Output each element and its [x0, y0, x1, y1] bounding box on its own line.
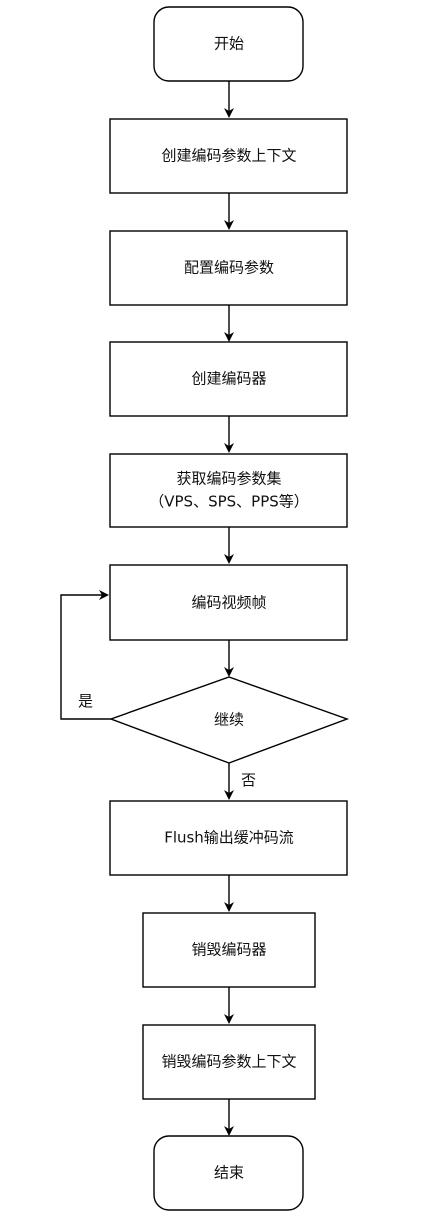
- encode-frame-node: [109, 564, 348, 641]
- create-context-label: 创建编码参数上下文: [161, 147, 296, 165]
- get-param-sets-label-line1: 获取编码参数集: [176, 470, 281, 488]
- start-label: 开始: [214, 35, 244, 53]
- destroy-context-node: [142, 1024, 316, 1100]
- end-node: [153, 1135, 304, 1211]
- get-param-sets-node: [109, 453, 348, 528]
- continue-decision-label: 继续: [214, 711, 244, 729]
- end-label: 结束: [214, 1164, 244, 1182]
- node-labels: 开始 创建编码参数上下文 配置编码参数 创建编码器 获取编码参数集 （VPS、S…: [149, 35, 309, 1182]
- encode-frame-label: 编码视频帧: [191, 594, 266, 612]
- destroy-encoder-label: 销毁编码器: [191, 941, 266, 959]
- create-encoder-label: 创建编码器: [191, 370, 266, 388]
- create-context-node: [109, 118, 348, 194]
- continue-decision-node: [108, 676, 350, 764]
- start-node: [153, 6, 304, 82]
- destroy-encoder-node: [142, 912, 316, 988]
- destroy-context-label: 销毁编码参数上下文: [161, 1053, 296, 1071]
- create-encoder-node: [109, 341, 348, 417]
- configure-params-node: [109, 230, 348, 306]
- edge-label-no: 否: [241, 771, 256, 789]
- flush-stream-label: Flush输出缓冲码流: [164, 829, 294, 847]
- edge-labels: 是 否: [78, 692, 256, 789]
- flush-stream-node: [109, 800, 348, 876]
- nodes: [108, 6, 350, 1211]
- edge-label-yes: 是: [78, 692, 93, 710]
- get-param-sets-label-line2: （VPS、SPS、PPS等）: [149, 493, 309, 511]
- edge-decision-loop-back: [60, 590, 111, 720]
- edges: [60, 81, 234, 1136]
- configure-params-label: 配置编码参数: [184, 259, 274, 277]
